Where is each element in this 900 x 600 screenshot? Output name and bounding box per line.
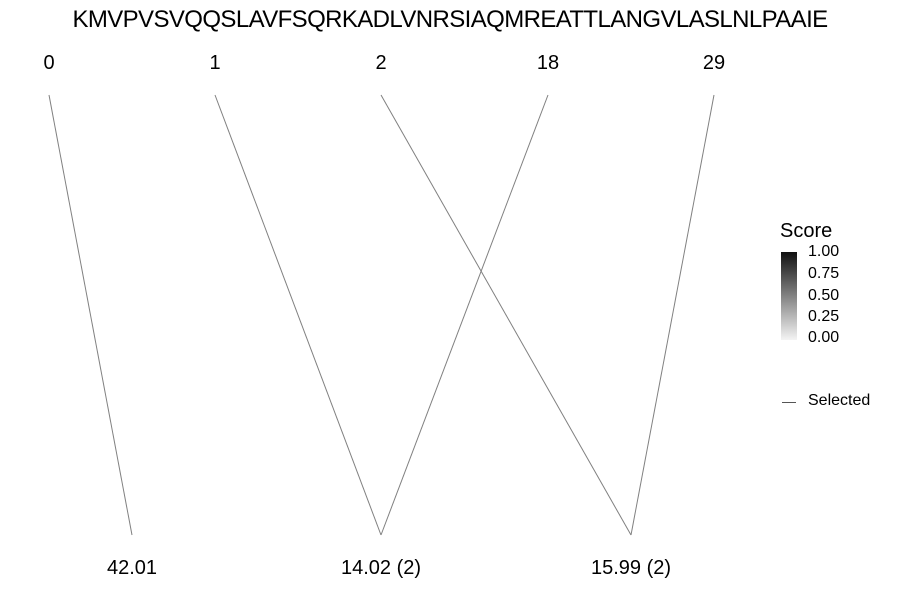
legend-title: Score <box>780 220 833 242</box>
bottom-value-label: 15.99 (2) <box>590 557 672 579</box>
bottom-value-label: 14.02 (2) <box>340 557 422 579</box>
legend-selected-label: Selected <box>808 392 871 409</box>
bottom-value-label: 42.01 <box>106 557 158 579</box>
legend-tick-label: 0.75 <box>808 265 840 282</box>
connection-line <box>214 94 382 536</box>
connection-line <box>630 94 715 536</box>
top-position-label: 1 <box>209 52 221 74</box>
top-position-label: 0 <box>43 52 55 74</box>
legend-tick-label: 1.00 <box>808 243 840 260</box>
legend-tick-label: 0.25 <box>808 308 840 325</box>
sequence-title: KMVPVSVQQSLAVFSQRKADLVNRSIAQMREATTLANGVL… <box>72 6 828 33</box>
legend-tick-label: 0.00 <box>808 329 840 346</box>
top-position-label: 29 <box>702 52 726 74</box>
connection-line <box>380 94 632 536</box>
selected-line-swatch <box>782 402 796 403</box>
top-position-label: 18 <box>536 52 560 74</box>
top-position-label: 2 <box>375 52 387 74</box>
legend-tick-label: 0.50 <box>808 287 840 304</box>
connection-line <box>380 94 549 536</box>
connection-line <box>48 94 133 536</box>
score-gradient-bar <box>781 252 797 340</box>
